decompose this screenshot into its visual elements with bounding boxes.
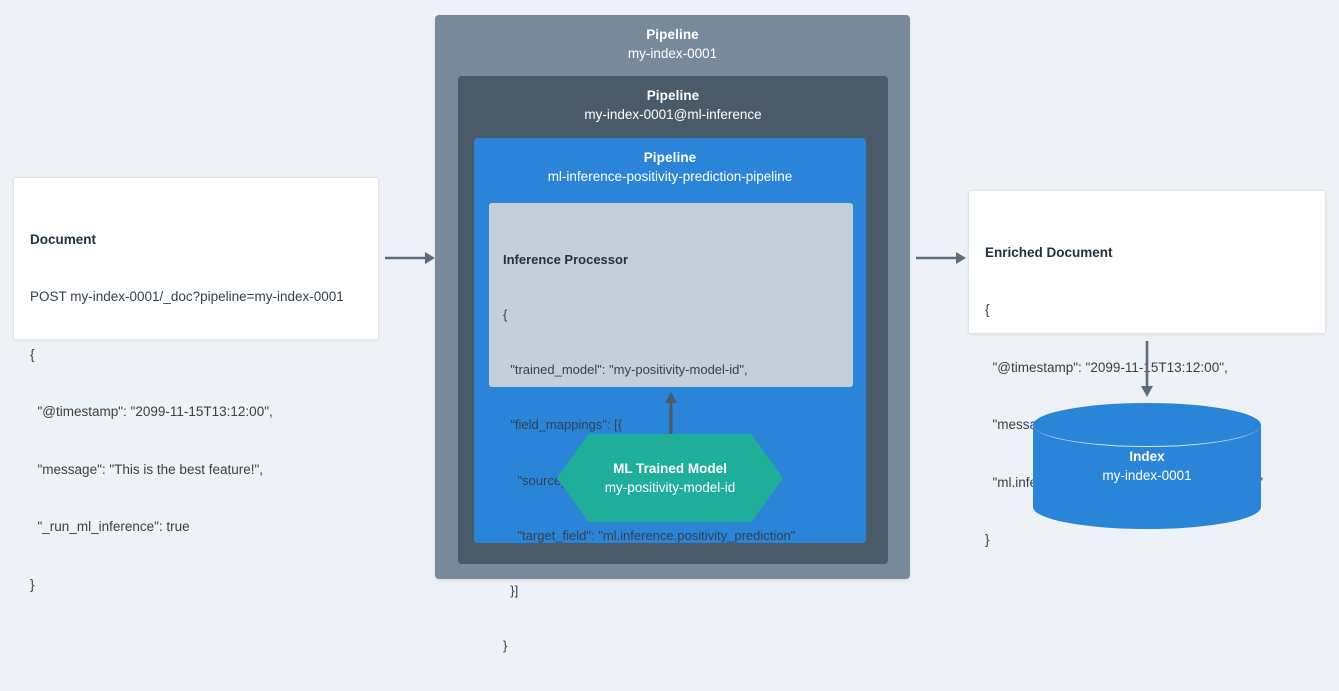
- inference-processor-card: Inference Processor { "trained_model": "…: [489, 203, 853, 653]
- document-line: "@timestamp": "2099-11-15T13:12:00",: [30, 404, 273, 419]
- enriched-document-line: }: [985, 532, 990, 547]
- enriched-document-line: "@timestamp": "2099-11-15T13:12:00",: [985, 359, 1228, 375]
- pipeline-inner-label: Pipeline: [643, 150, 697, 165]
- pipeline-outer-label: Pipeline: [646, 27, 699, 42]
- inference-processor-line: {: [503, 307, 508, 322]
- document-line: "_run_ml_inference": true: [30, 519, 190, 534]
- pipeline-middle-label: Pipeline: [646, 88, 700, 103]
- inference-processor-title: Inference Processor: [503, 252, 629, 267]
- ml-trained-model-title: ML Trained Model: [613, 461, 727, 476]
- inference-processor-line: "trained_model": "my-positivity-model-id…: [503, 362, 748, 378]
- document-line: {: [30, 346, 35, 362]
- index-cylinder: Index my-index-0001: [1033, 403, 1261, 529]
- enriched-document-line: {: [985, 302, 990, 317]
- cylinder-top-ellipse: [1033, 403, 1261, 447]
- document-line: "message": "This is the best feature!",: [30, 461, 264, 477]
- arrow-model-to-processor: [662, 392, 680, 434]
- pipeline-inner-header: Pipeline ml-inference-positivity-predict…: [474, 138, 866, 186]
- arrow-pipeline-to-enriched: [916, 249, 966, 267]
- enriched-document-title: Enriched Document: [985, 245, 1113, 260]
- document-title: Document: [30, 232, 97, 247]
- index-title: Index: [1129, 449, 1165, 464]
- index-name: my-index-0001: [1102, 468, 1192, 483]
- pipeline-middle-name: my-index-0001@ml-inference: [584, 107, 762, 122]
- diagram-canvas: Document POST my-index-0001/_doc?pipelin…: [13, 15, 1326, 653]
- inference-processor-line: "field_mappings": [{: [503, 417, 623, 433]
- ml-trained-model-name: my-positivity-model-id: [604, 480, 736, 495]
- index-label-group: Index my-index-0001: [1033, 403, 1261, 529]
- arrow-document-to-pipeline: [385, 249, 435, 267]
- inference-processor-line: "target_field": "ml.inference.positivity…: [503, 527, 796, 543]
- document-card: Document POST my-index-0001/_doc?pipelin…: [13, 177, 379, 592]
- pipeline-outer-header: Pipeline my-index-0001: [435, 15, 910, 63]
- arrow-enriched-to-index: [1138, 341, 1156, 397]
- pipeline-outer-name: my-index-0001: [627, 46, 718, 61]
- inference-processor-line: }]: [503, 583, 519, 599]
- ml-trained-model-hexagon: ML Trained Model my-positivity-model-id: [557, 434, 783, 522]
- inference-processor-line: }: [503, 638, 508, 654]
- pipeline-middle-header: Pipeline my-index-0001@ml-inference: [458, 76, 888, 124]
- enriched-document-card: Enriched Document { "@timestamp": "2099-…: [968, 190, 1326, 547]
- pipeline-inner-name: ml-inference-positivity-prediction-pipel…: [547, 169, 793, 184]
- document-line: POST my-index-0001/_doc?pipeline=my-inde…: [30, 289, 344, 304]
- document-line: }: [30, 576, 35, 592]
